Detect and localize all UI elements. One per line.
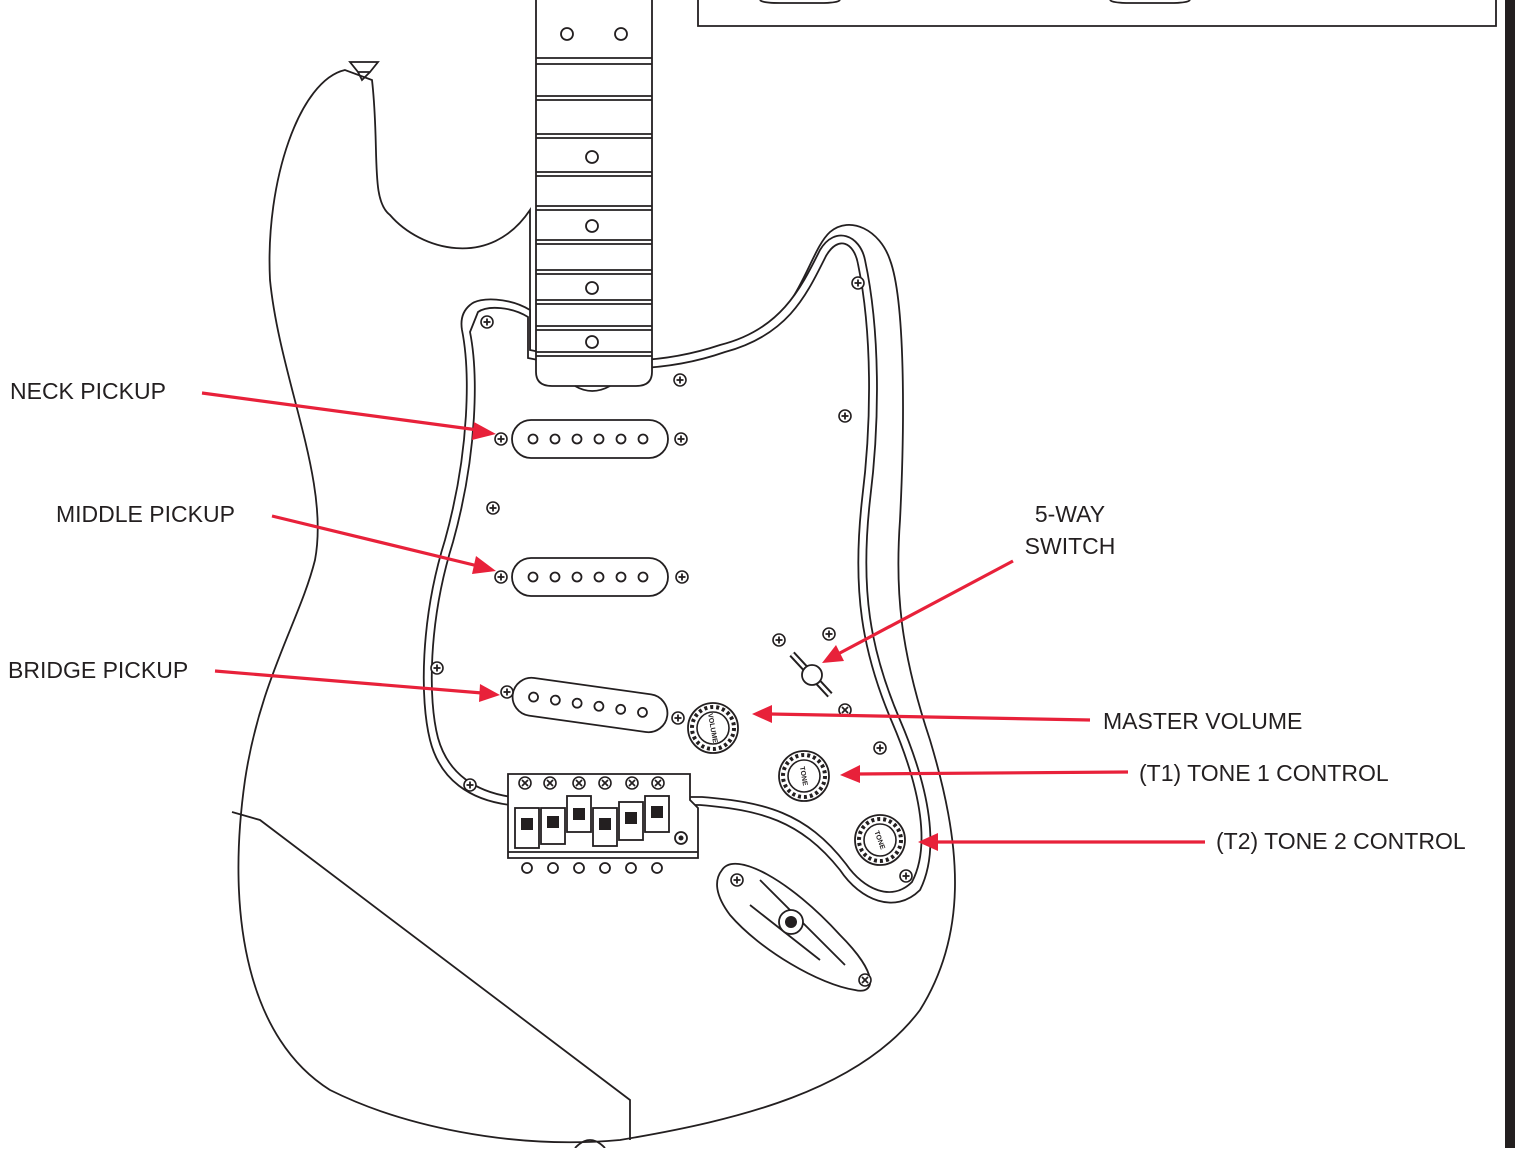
pickguard bbox=[422, 234, 932, 904]
volume-knob: VOLUME bbox=[686, 701, 740, 755]
bridge-pickup-label: BRIDGE PICKUP bbox=[8, 657, 188, 683]
middle-pickup bbox=[494, 557, 689, 597]
switch-label-line1: 5-WAY bbox=[1035, 501, 1105, 527]
five-way-switch bbox=[772, 627, 852, 717]
neck-pickup bbox=[494, 419, 688, 459]
guitar-neck bbox=[535, 0, 653, 392]
neck-pickup-arrow bbox=[201, 391, 496, 440]
switch-arrow bbox=[822, 559, 1014, 663]
tone2-label: (T2) TONE 2 CONTROL bbox=[1216, 828, 1466, 854]
tone1-knob: TONE bbox=[777, 749, 831, 803]
callout-arrows bbox=[201, 391, 1205, 851]
neck-pickup-label: NECK PICKUP bbox=[10, 378, 166, 404]
volume-arrow bbox=[752, 705, 1091, 723]
bridge-pickup bbox=[500, 676, 685, 734]
bridge-pickup-arrow bbox=[214, 669, 500, 702]
middle-pickup-label: MIDDLE PICKUP bbox=[56, 501, 235, 527]
tone1-arrow bbox=[840, 765, 1129, 783]
tone2-arrow bbox=[918, 833, 1205, 851]
jack-plate bbox=[716, 862, 872, 992]
master-volume-label: MASTER VOLUME bbox=[1103, 708, 1302, 734]
tone1-label: (T1) TONE 1 CONTROL bbox=[1139, 760, 1389, 786]
callout-labels: NECK PICKUP MIDDLE PICKUP BRIDGE PICKUP … bbox=[8, 378, 1466, 854]
tone1-knob-label: TONE bbox=[798, 766, 808, 787]
page-frame bbox=[697, 0, 1515, 1148]
middle-pickup-arrow bbox=[271, 514, 496, 574]
switch-label-line2: SWITCH bbox=[1025, 533, 1116, 559]
tone2-knob: TONE bbox=[853, 813, 907, 867]
tremolo-bridge bbox=[507, 773, 699, 874]
